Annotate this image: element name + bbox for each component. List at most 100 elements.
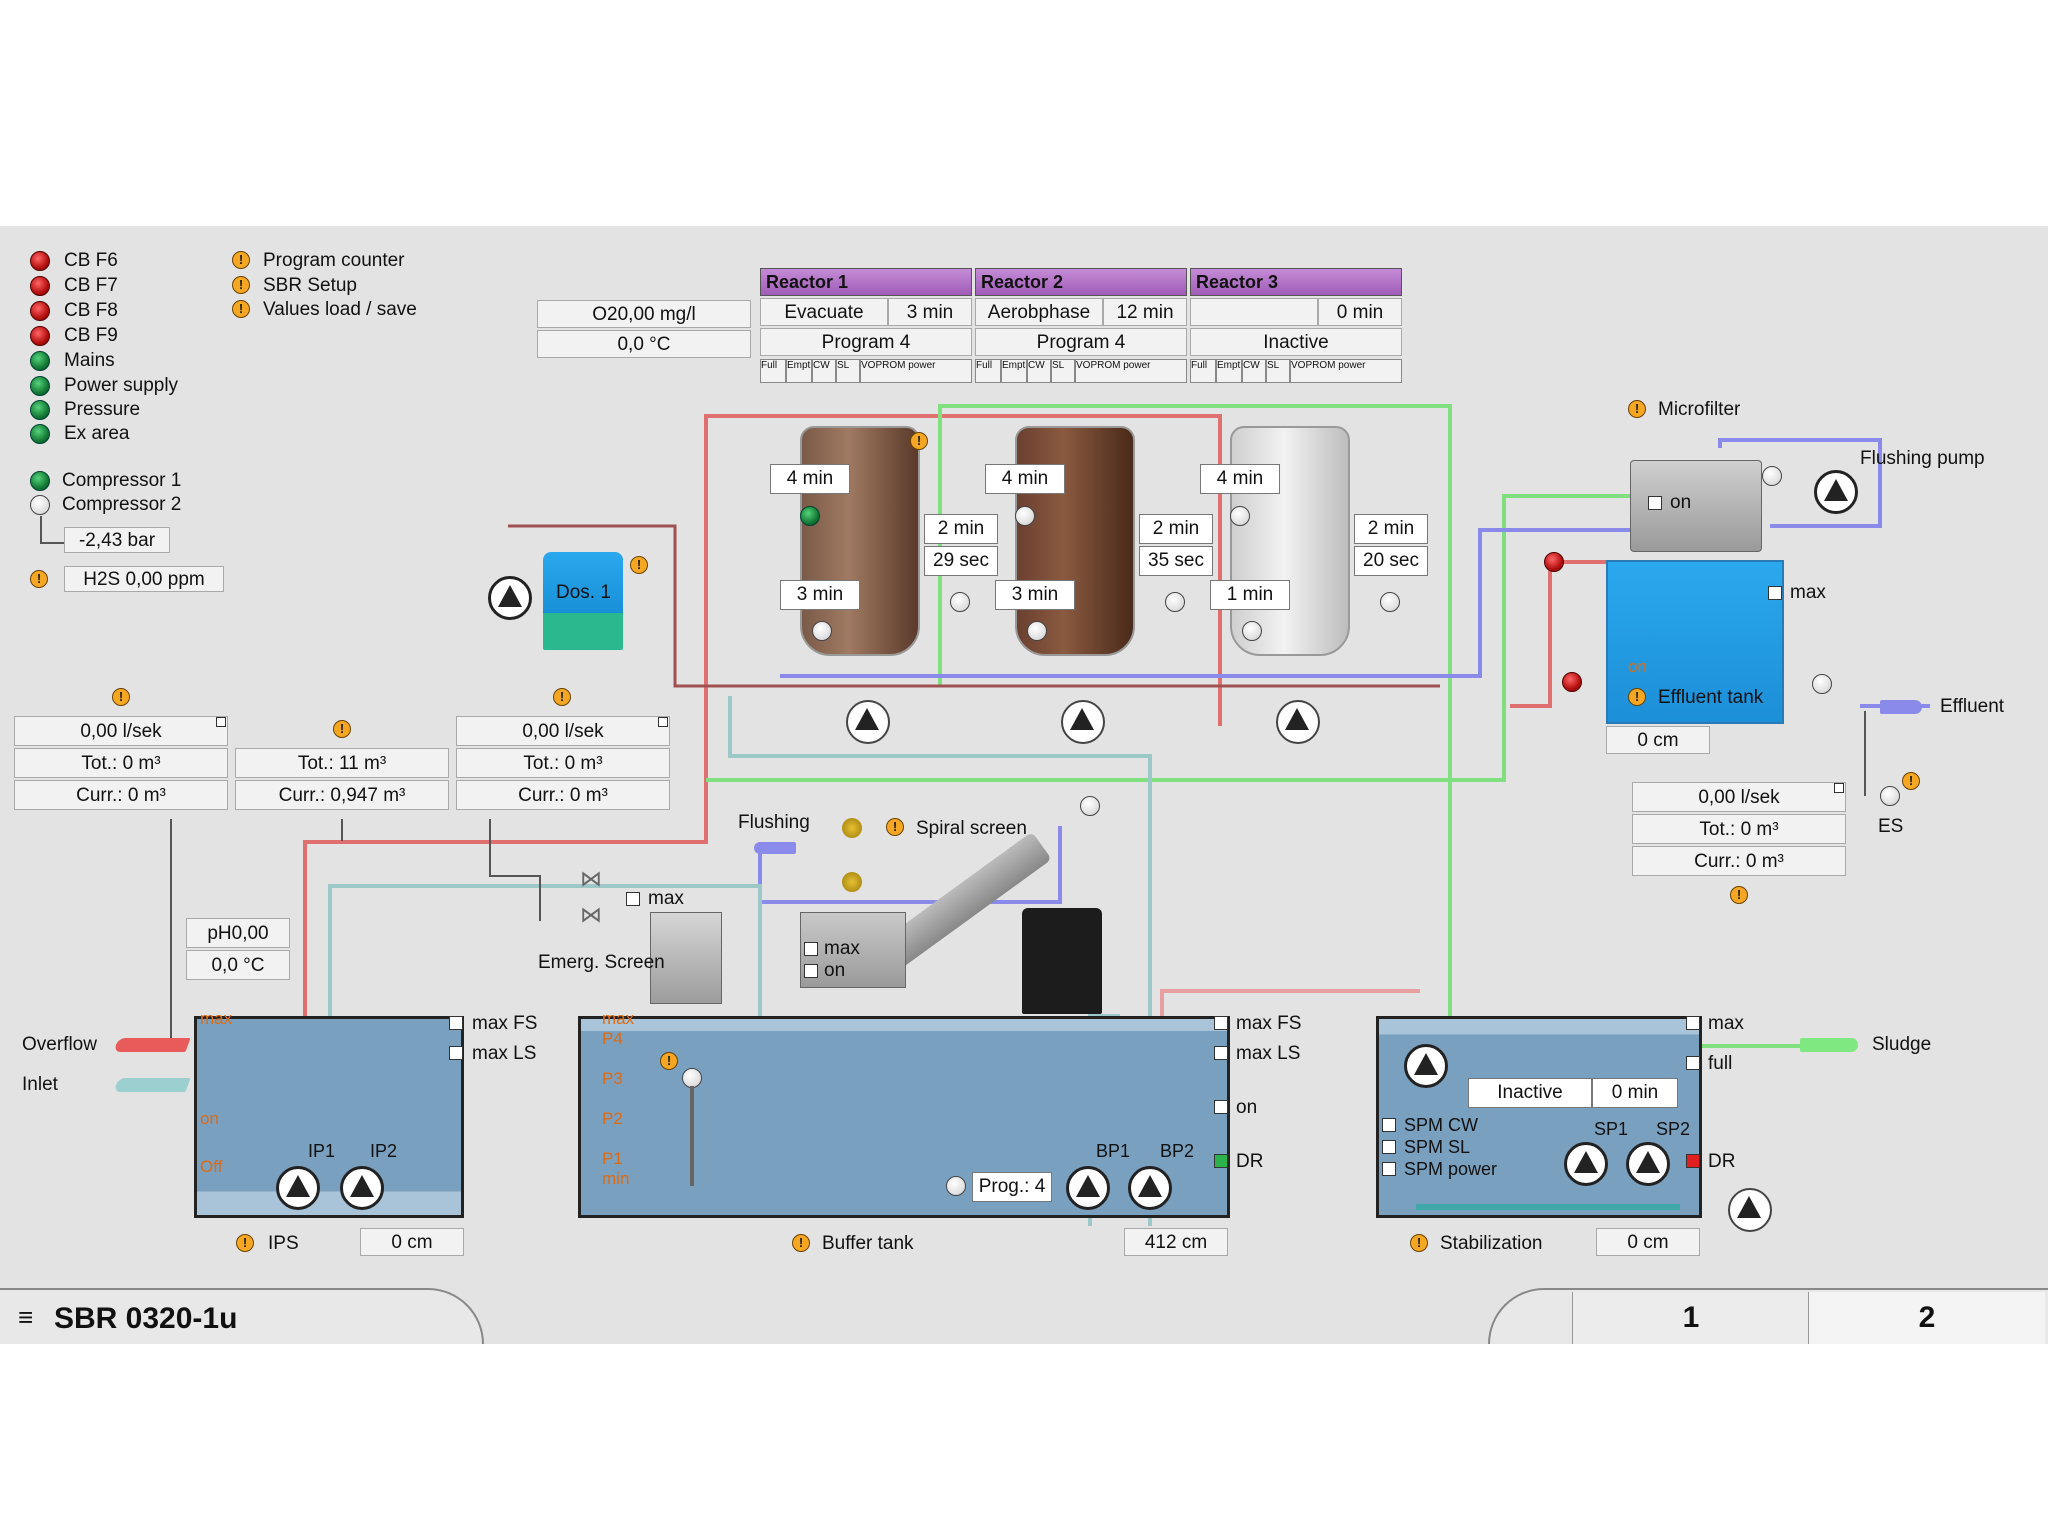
reactor-3-valve[interactable] bbox=[1230, 506, 1250, 526]
alarm-label: CB F9 bbox=[64, 325, 118, 346]
spm-sl-checkbox[interactable] bbox=[1382, 1140, 1396, 1154]
reactor-1-blower[interactable] bbox=[846, 700, 890, 744]
emergency-screen[interactable] bbox=[650, 912, 722, 1004]
info-icon[interactable]: ! bbox=[1628, 688, 1646, 706]
reactor-2-blower[interactable] bbox=[1061, 700, 1105, 744]
effluent-flow-checkbox[interactable] bbox=[1834, 783, 1844, 793]
buffer-maxls-checkbox[interactable] bbox=[1214, 1046, 1228, 1060]
menu-values-load-save[interactable]: Values load / save bbox=[263, 299, 417, 320]
reactor-2-title[interactable]: Reactor 2 bbox=[975, 268, 1187, 296]
reactor-1-valve[interactable] bbox=[812, 621, 832, 641]
flushing-pump[interactable] bbox=[1814, 470, 1858, 514]
buffer-mixer[interactable] bbox=[690, 1086, 694, 1186]
menu-sbr-setup[interactable]: SBR Setup bbox=[263, 275, 357, 296]
info-icon[interactable]: ! bbox=[232, 276, 250, 294]
reactor-1-title[interactable]: Reactor 1 bbox=[760, 268, 972, 296]
reactor-3-time: 0 min bbox=[1318, 298, 1402, 326]
spm-cw-checkbox[interactable] bbox=[1382, 1118, 1396, 1132]
tab-2[interactable]: 2 bbox=[1808, 1292, 2045, 1344]
reactor-3-blower[interactable] bbox=[1276, 700, 1320, 744]
ips-pump-2[interactable] bbox=[340, 1166, 384, 1210]
menu-program-counter[interactable]: Program counter bbox=[263, 250, 405, 271]
info-icon[interactable]: ! bbox=[792, 1234, 810, 1252]
screen-motor-indicator bbox=[1080, 796, 1100, 816]
menu-icon[interactable]: ≡ bbox=[18, 1302, 34, 1332]
tab-1[interactable]: 1 bbox=[1572, 1292, 1809, 1344]
reactor-2-valve[interactable] bbox=[1015, 506, 1035, 526]
stabilization-blower[interactable] bbox=[1728, 1188, 1772, 1232]
reactor-1-valve[interactable] bbox=[800, 506, 820, 526]
buffer-pump-2[interactable] bbox=[1128, 1166, 1172, 1210]
flushing-valve[interactable] bbox=[842, 818, 862, 838]
effluent-max-checkbox[interactable] bbox=[1768, 586, 1782, 600]
ips-tank[interactable] bbox=[194, 1016, 464, 1218]
es-label: ES bbox=[1878, 816, 1904, 837]
info-icon[interactable]: ! bbox=[660, 1052, 678, 1070]
info-icon[interactable]: ! bbox=[1410, 1234, 1428, 1252]
reactor-2-program: Program 4 bbox=[975, 328, 1187, 356]
alarm-label: CB F8 bbox=[64, 300, 118, 321]
valve-icon[interactable]: ⋈ bbox=[580, 866, 602, 891]
effluent-arrow bbox=[1880, 700, 1922, 714]
stab-full-checkbox[interactable] bbox=[1686, 1056, 1700, 1070]
info-icon[interactable]: ! bbox=[886, 818, 904, 836]
info-icon[interactable]: ! bbox=[1628, 400, 1646, 418]
info-icon[interactable]: ! bbox=[112, 688, 130, 706]
reactor-3-title[interactable]: Reactor 3 bbox=[1190, 268, 1402, 296]
dosing-tank[interactable] bbox=[543, 552, 623, 650]
info-icon[interactable]: ! bbox=[553, 688, 571, 706]
info-icon[interactable]: ! bbox=[333, 720, 351, 738]
reactor-3-timer-a: 2 min bbox=[1354, 514, 1428, 544]
ips-maxfs-checkbox[interactable] bbox=[449, 1016, 463, 1030]
compressor-led bbox=[30, 495, 50, 515]
ips-maxls-checkbox[interactable] bbox=[449, 1046, 463, 1060]
buffer-tank[interactable] bbox=[578, 1016, 1230, 1218]
buffer-tank-label: Buffer tank bbox=[822, 1233, 914, 1254]
screen-on-checkbox[interactable] bbox=[804, 964, 818, 978]
info-icon[interactable]: ! bbox=[236, 1234, 254, 1252]
buffer-pump-1-label: BP1 bbox=[1096, 1141, 1131, 1161]
flushing-valve-2[interactable] bbox=[842, 872, 862, 892]
sludge-pump-1[interactable] bbox=[1564, 1142, 1608, 1186]
sludge-pump-2[interactable] bbox=[1626, 1142, 1670, 1186]
reactor-1-phase: Evacuate bbox=[760, 298, 888, 326]
emergency-max-checkbox[interactable] bbox=[626, 892, 640, 906]
indicator-full: Full bbox=[1190, 359, 1216, 383]
h2s-value: H2S 0,00 ppm bbox=[64, 566, 224, 592]
screen-max-checkbox[interactable] bbox=[804, 942, 818, 956]
ips-on-marker: on bbox=[200, 1109, 219, 1128]
effluent-flow-total: Tot.: 0 m³ bbox=[1632, 814, 1846, 844]
indicator-full: Full bbox=[760, 359, 786, 383]
effluent-label: Effluent bbox=[1940, 696, 2005, 717]
buffer-pump-1[interactable] bbox=[1066, 1166, 1110, 1210]
flow-left-checkbox[interactable] bbox=[216, 717, 226, 727]
indicator-voprom: VOPROM power bbox=[860, 359, 972, 383]
stab-max-checkbox[interactable] bbox=[1686, 1016, 1700, 1030]
buffer-on-checkbox[interactable] bbox=[1214, 1100, 1228, 1114]
effluent-valve-bottom[interactable] bbox=[1562, 672, 1582, 692]
reactor-2-valve[interactable] bbox=[1027, 621, 1047, 641]
indicator-empty: Empt bbox=[786, 359, 812, 383]
ips-pump-1[interactable] bbox=[276, 1166, 320, 1210]
dosing-pump[interactable] bbox=[488, 576, 532, 620]
ips-label: IPS bbox=[268, 1233, 299, 1254]
reactor-1-indicators: Full Empt CW SL VOPROM power bbox=[760, 359, 972, 385]
info-icon[interactable]: ! bbox=[232, 300, 250, 318]
reactor-1-sensor bbox=[950, 592, 970, 612]
app-title: SBR 0320-1u bbox=[54, 1302, 238, 1335]
info-icon[interactable]: ! bbox=[1902, 772, 1920, 790]
info-icon[interactable]: ! bbox=[30, 570, 48, 588]
reactor-3-valve[interactable] bbox=[1242, 621, 1262, 641]
info-icon[interactable]: ! bbox=[630, 556, 648, 574]
flow-right-checkbox[interactable] bbox=[658, 717, 668, 727]
info-icon[interactable]: ! bbox=[910, 432, 928, 450]
microfilter-on-checkbox[interactable] bbox=[1648, 496, 1662, 510]
info-icon[interactable]: ! bbox=[1730, 886, 1748, 904]
effluent-valve-top[interactable] bbox=[1544, 552, 1564, 572]
buffer-maxfs-checkbox[interactable] bbox=[1214, 1016, 1228, 1030]
status-label: Pressure bbox=[64, 399, 141, 420]
spm-power-checkbox[interactable] bbox=[1382, 1162, 1396, 1176]
stabilization-feed-pump[interactable] bbox=[1404, 1044, 1448, 1088]
info-icon[interactable]: ! bbox=[232, 251, 250, 269]
valve-icon[interactable]: ⋈ bbox=[580, 902, 602, 927]
